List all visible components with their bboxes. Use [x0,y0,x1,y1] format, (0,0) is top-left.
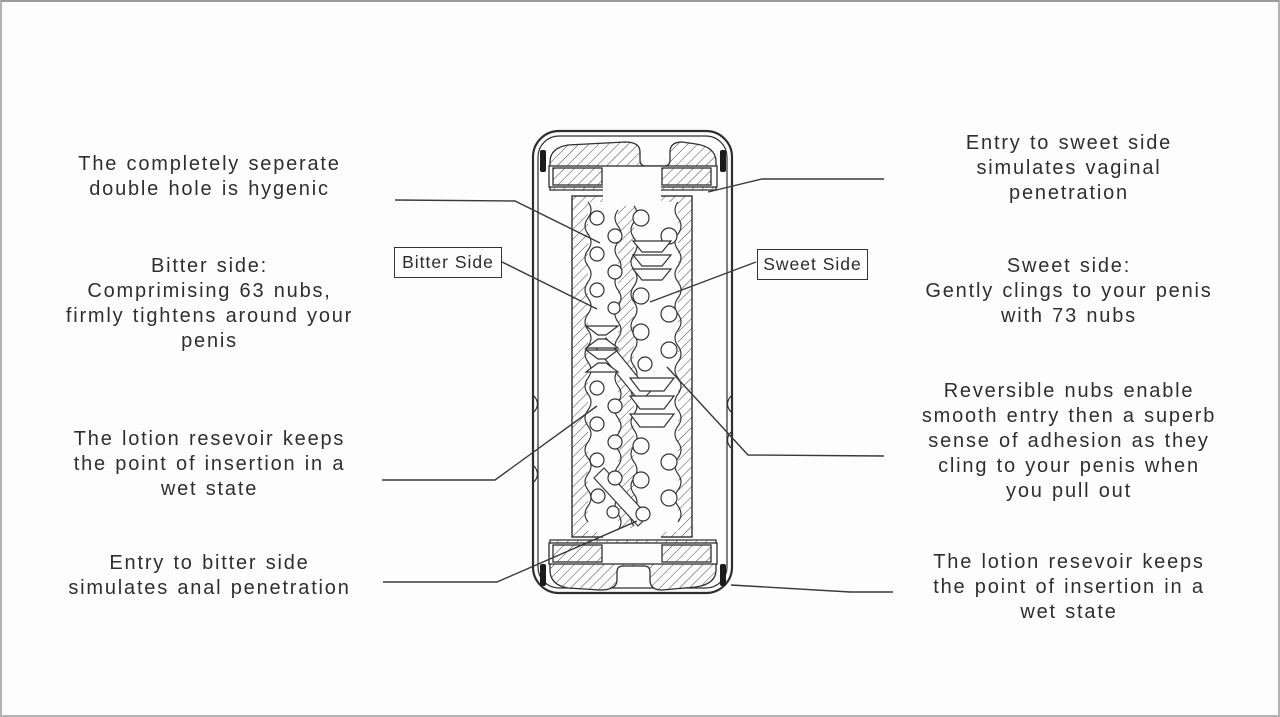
callout-entry-bitter-side: Entry to bitter side simulates anal pene… [68,552,351,599]
bottom-seal-left [552,544,603,563]
bottom-cap [540,539,726,591]
leader-bitter-tag [499,260,598,310]
channel-nubs [585,209,678,522]
bottom-seal-right [661,544,712,563]
callout-double-hole: The completely seperate double hole is h… [78,153,341,200]
leader-lines [382,178,893,593]
leader-lotion-right [730,584,893,593]
callout-bitter-side-nubs: Bitter side: Comprimising 63 nubs, firml… [65,255,354,352]
leader-double-hole [394,199,601,244]
case-grip-indent-left [533,395,539,483]
outer-case [531,129,734,595]
leader-lotion-left [382,405,598,481]
callout-sweet-side-nubs: Sweet side: Gently clings to your penis … [925,255,1213,327]
leader-entry-bitter [383,520,638,583]
leader-sweet-tag [649,261,757,303]
callout-reversible-nubs: Reversible nubs enable smooth entry then… [921,380,1217,502]
bottom-gasket-right [720,564,726,586]
top-gasket-left [540,150,546,172]
leader-entry-sweet [707,178,884,193]
top-seal-right [661,167,712,186]
callout-lotion-reservoir-right: The lotion resevoir keeps the point of i… [933,551,1205,623]
leader-reversible-nubs [666,366,885,457]
top-seal-left [552,167,603,186]
top-gasket-right [720,150,726,172]
top-cap [540,141,726,191]
case-grip-indent-right [726,395,732,449]
callout-lotion-reservoir-left: The lotion resevoir keeps the point of i… [73,428,346,500]
sweet-entry-throat [603,186,661,206]
sweet-side-tag: Sweet Side [757,249,868,280]
bottom-gasket-left [540,564,546,586]
callout-entry-sweet-side: Entry to sweet side simulates vaginal pe… [965,132,1173,204]
bitter-side-tag: Bitter Side [394,247,502,278]
